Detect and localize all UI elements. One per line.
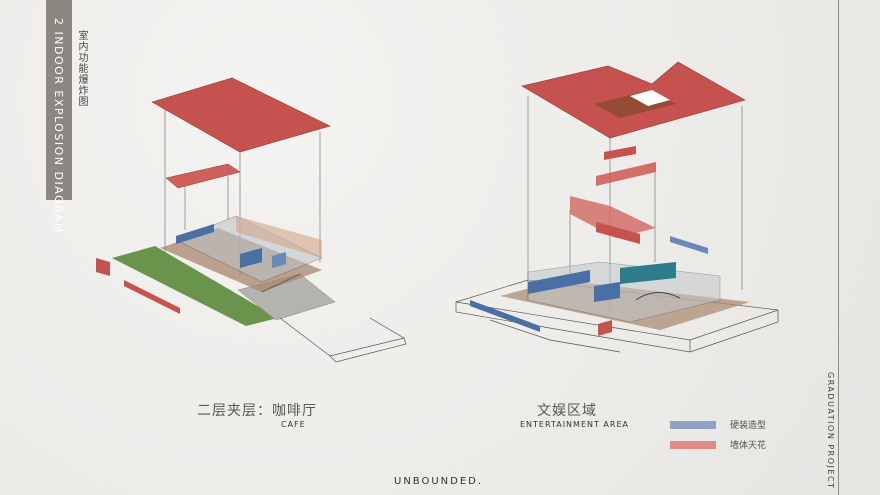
caption-cafe-cn: 二层夹层：咖啡厅 xyxy=(197,403,317,419)
cafe-partition-a xyxy=(176,224,214,244)
cafe-ceiling-plate xyxy=(151,77,331,153)
ent-partition-b xyxy=(594,282,620,302)
legend-swatch xyxy=(670,440,716,449)
ent-teal-block xyxy=(620,262,676,284)
cafe-red-wall-long xyxy=(124,280,180,314)
caption-ent-cn: 文娱区域 xyxy=(537,403,597,419)
cafe-walkway-outline xyxy=(261,273,407,363)
caption-ent-en: Entertainment area xyxy=(520,420,629,429)
side-title-band xyxy=(46,0,72,200)
caption-cafe-en: cafe xyxy=(281,420,306,429)
right-frame-line xyxy=(838,0,839,495)
cafe-back-wall xyxy=(236,216,322,258)
ent-red-block xyxy=(598,320,612,336)
ent-curved-seat xyxy=(635,292,681,301)
legend-item-wall-ceiling: 墙体天花 xyxy=(670,438,766,451)
cafe-ceiling-strip xyxy=(165,163,241,189)
ent-red-bar-b xyxy=(596,162,656,186)
cafe-partition-c xyxy=(272,252,286,268)
cafe-red-wall xyxy=(96,258,110,276)
cafe-assembly xyxy=(96,77,407,363)
side-title: 2 Indoor Explosion Diagram xyxy=(52,18,65,234)
ent-red-bar-a xyxy=(604,146,636,160)
side-title-cn: 室内功能爆炸图 xyxy=(76,30,87,107)
ent-blue-beam xyxy=(670,236,708,254)
legend-item-hard-decoration: 硬装造型 xyxy=(670,418,766,431)
legend-swatch xyxy=(670,420,716,429)
ent-partition-a xyxy=(528,270,590,294)
cafe-partition-b xyxy=(240,248,262,268)
cafe-lawn xyxy=(112,246,278,326)
side-title-en: Indoor Explosion Diagram xyxy=(52,31,65,234)
footer-brand: Unbounded. xyxy=(394,476,484,487)
ent-blue-rail xyxy=(470,300,540,332)
legend-label: 硬装造型 xyxy=(730,421,767,431)
entertainment-assembly xyxy=(455,61,779,353)
ent-red-wall xyxy=(570,196,656,238)
ent-ceiling-opening xyxy=(630,90,670,106)
project-label: Graduation Project xyxy=(826,372,835,490)
ent-red-bar-c xyxy=(596,222,640,244)
side-title-number: 2 xyxy=(52,18,65,27)
legend-label: 墙体天花 xyxy=(730,441,767,451)
